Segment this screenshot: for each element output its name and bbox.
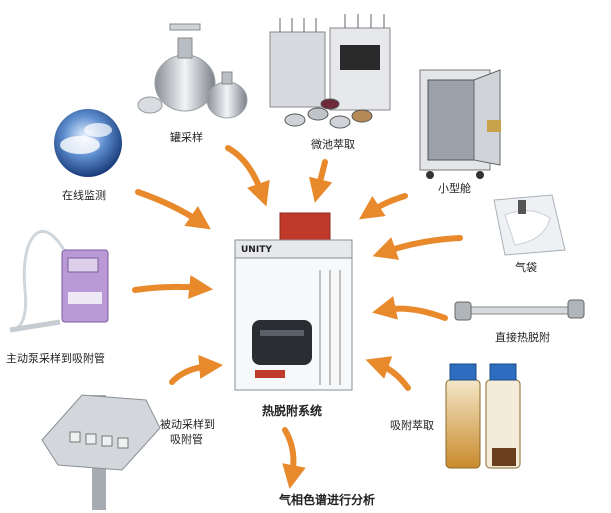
arrow-sorptive [365,356,411,391]
label-online: 在线监测 [62,189,106,202]
canister-image [137,23,248,119]
arrow-output [282,427,306,489]
globe-image [54,109,122,177]
arrow-direct [372,296,448,321]
arrow-gasbag [372,235,463,260]
arrow-passive [169,354,224,385]
arrow-canister [225,145,270,207]
label-output: 气相色谱进行分析 [279,493,376,507]
vials-image [445,363,521,469]
passive-sampler-image [41,394,161,510]
label-passive-line1: 被动采样到 [160,418,215,431]
micro-chamber-image [269,14,391,129]
arrow-pump [132,274,214,299]
label-gas-bag: 气袋 [515,261,537,274]
label-direct-td: 直接热脱附 [495,331,550,344]
td-tube-image [454,299,585,321]
arrow-online [135,189,211,230]
label-active-pump: 主动泵采样到吸附管 [6,352,105,365]
pump-image [9,230,109,333]
small-chamber-image [419,69,501,179]
label-passive-line2: 吸附管 [170,433,203,446]
label-canister: 罐采样 [170,131,203,144]
arrow-chamber [359,193,408,220]
gas-bag-image [493,194,566,256]
label-small-chamber: 小型舱 [438,182,471,195]
arrow-micro [308,159,333,203]
instrument-image [234,212,353,391]
label-center: 热脱附系统 [262,404,323,418]
instrument-brand: UNITY [241,245,272,255]
label-micro-chamber: 微池萃取 [311,138,355,151]
label-sorptive: 吸附萃取 [390,419,434,432]
